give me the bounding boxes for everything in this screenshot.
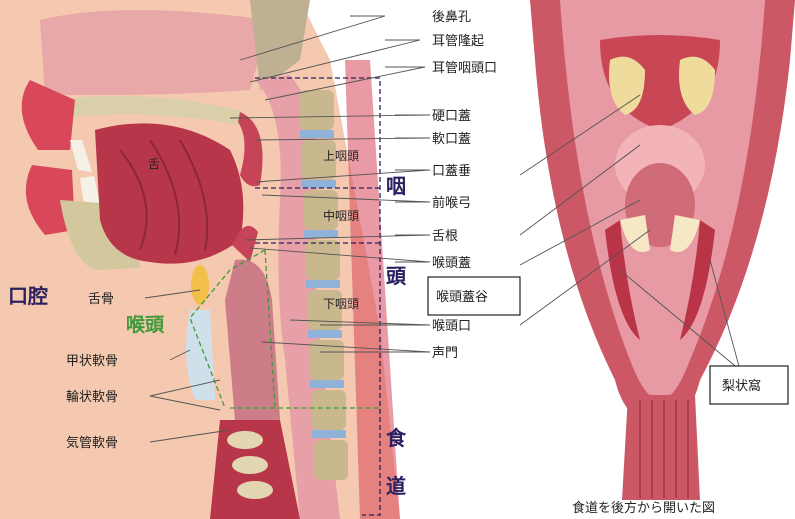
label-vallecula: 喉頭蓋谷: [436, 290, 488, 305]
pharynx-label-2: 頭: [386, 264, 407, 288]
posterior-view: [530, 0, 795, 500]
esophagus-label-2: 道: [386, 474, 406, 498]
label-hyoid: 舌骨: [88, 292, 114, 307]
cartilage-ring-3: [237, 481, 273, 499]
label-piriform-fossa: 梨状窩: [722, 378, 761, 394]
caption: 食道を後方から開いた図: [572, 500, 715, 516]
label-pharyngeal-orifice: 耳管咽頭口: [432, 61, 497, 76]
label-hard-palate: 硬口蓋: [432, 109, 471, 124]
larynx-label: 喉頭: [126, 313, 165, 336]
label-tongue-root: 舌根: [432, 229, 458, 244]
label-cricoid-cartilage: 輪状軟骨: [66, 389, 118, 405]
nasopharynx-label: 上咽頭: [323, 149, 359, 163]
pharynx-label-1: 咽: [386, 174, 406, 198]
sagittal-section: [0, 0, 400, 519]
cartilage-ring-2: [232, 456, 268, 474]
label-glottis: 声門: [432, 346, 458, 361]
hyoid-bone: [191, 265, 209, 305]
laryngopharynx-label: 下咽頭: [323, 297, 359, 311]
label-laryngeal-inlet: 喉頭口: [432, 319, 471, 334]
esophagus-label-1: 食: [386, 426, 407, 450]
label-posterior-nasal-aperture: 後鼻孔: [432, 9, 471, 25]
label-soft-palate: 軟口蓋: [432, 131, 471, 147]
label-anterior-faucial-arch: 前喉弓: [432, 195, 471, 211]
label-thyroid-cartilage: 甲状軟骨: [66, 353, 118, 369]
oropharynx-label: 中咽頭: [323, 208, 359, 223]
label-tracheal-cartilage: 気管軟骨: [66, 435, 118, 451]
nasal-cavity: [40, 10, 270, 95]
oral-cavity-label: 口腔: [8, 284, 48, 308]
tongue-label: 舌: [148, 157, 160, 171]
label-torus-tubarius: 耳管隆起: [432, 34, 484, 49]
label-epiglottis: 喉頭蓋: [432, 256, 471, 271]
cartilage-ring-1: [227, 431, 263, 449]
label-uvula: 口蓋垂: [432, 164, 471, 179]
